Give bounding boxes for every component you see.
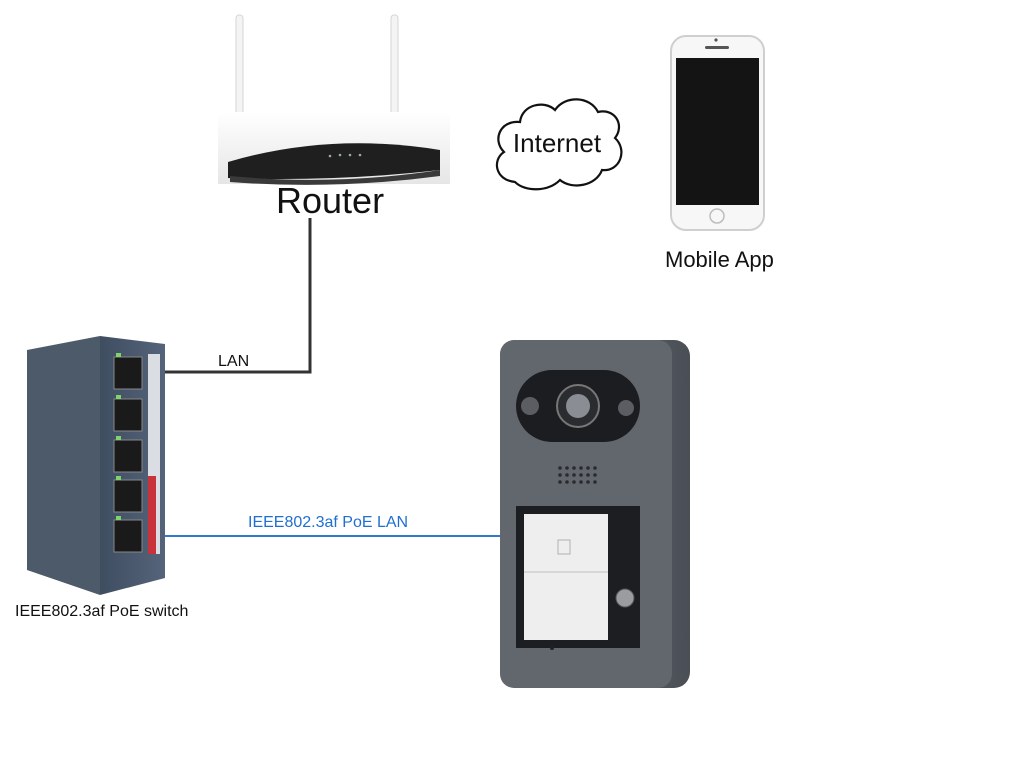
- router-icon: [218, 14, 450, 185]
- mobile-app-label: Mobile App: [665, 247, 774, 272]
- poe-switch-icon: [27, 336, 165, 595]
- lan-connection-line: [165, 218, 312, 374]
- poe-lan-link-label: IEEE802.3af PoE LAN: [248, 514, 409, 531]
- internet-label: Internet: [513, 128, 602, 158]
- door-station-icon: [500, 340, 690, 688]
- poe-switch-label: IEEE802.3af PoE switch: [15, 603, 189, 620]
- router-label: Router: [276, 180, 385, 221]
- mobile-phone-icon: [670, 35, 765, 231]
- internet-cloud-icon: [495, 98, 623, 191]
- lan-link-label: LAN: [218, 353, 250, 370]
